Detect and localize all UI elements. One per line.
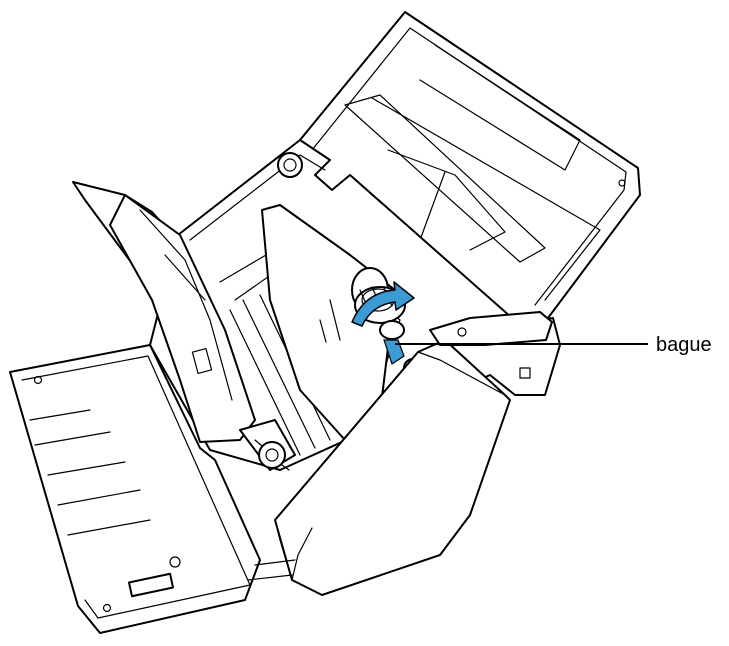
callout-label: bague (656, 334, 712, 356)
paper-tray (9, 344, 261, 634)
adf-chute (72, 181, 256, 443)
ring-highlight (351, 281, 415, 365)
scanner-base (247, 339, 511, 596)
left-gear (239, 419, 296, 471)
